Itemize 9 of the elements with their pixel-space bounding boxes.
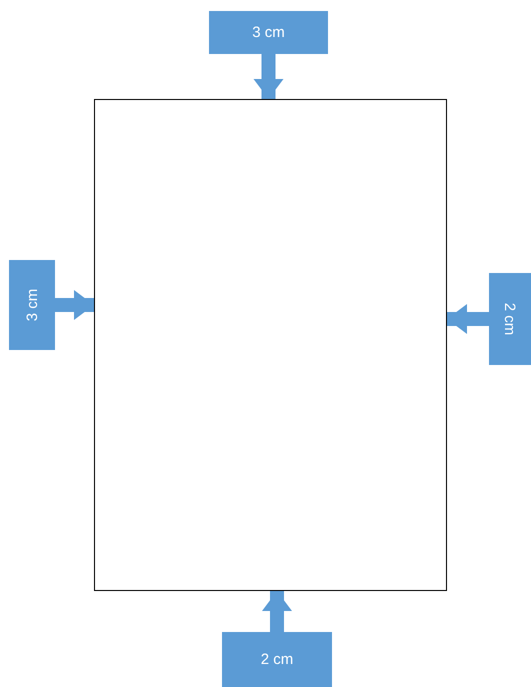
arrow — [55, 290, 94, 320]
callout-box: 3 cm — [9, 260, 55, 350]
page-outline — [94, 99, 447, 591]
arrow — [262, 591, 292, 632]
arrow — [447, 304, 489, 334]
callout-box: 3 cm — [209, 11, 328, 54]
arrow — [254, 54, 284, 99]
callout-box: 2 cm — [222, 632, 332, 687]
callout-box: 2 cm — [489, 273, 531, 365]
